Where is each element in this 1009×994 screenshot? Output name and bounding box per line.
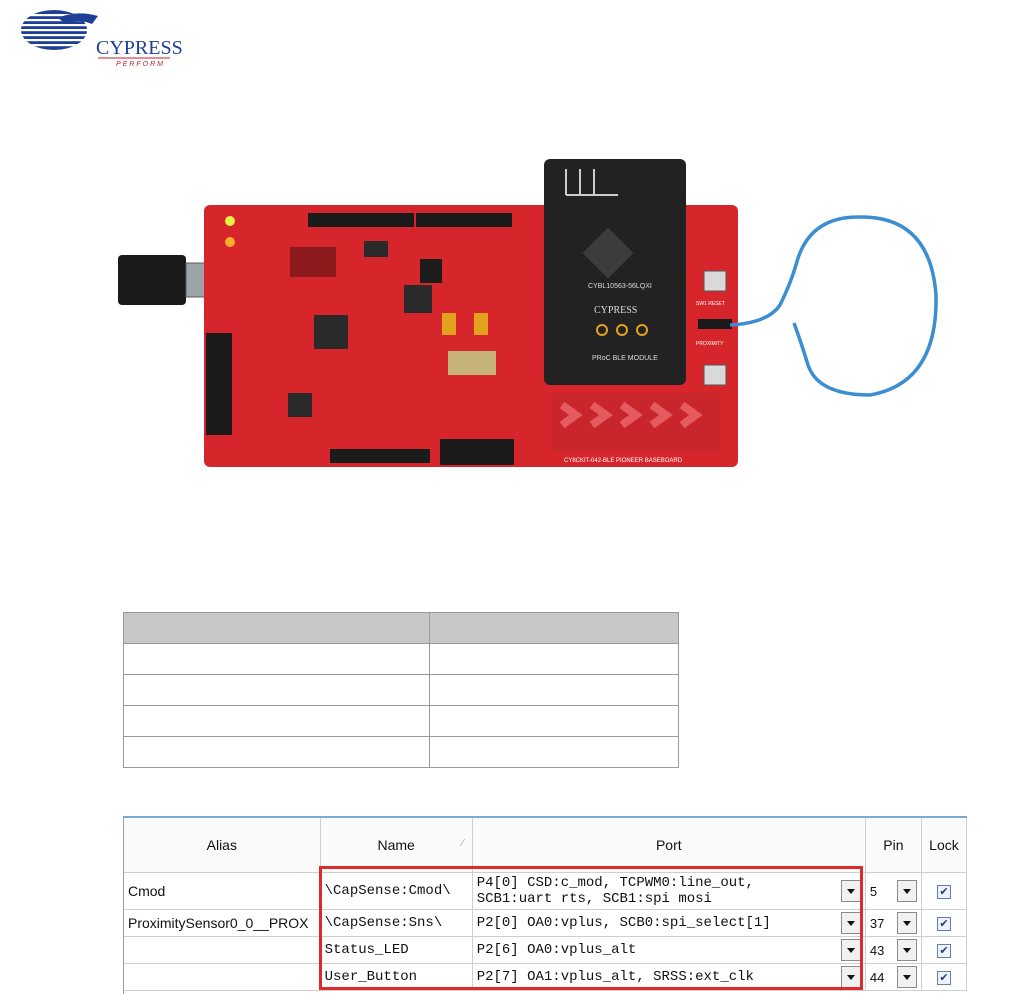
empty-cell bbox=[429, 643, 679, 675]
empty-table-row bbox=[123, 643, 679, 675]
lock-cell: ✔ bbox=[921, 872, 968, 910]
alias-cell[interactable] bbox=[124, 963, 321, 991]
empty-cell bbox=[123, 736, 430, 768]
name-cell[interactable]: User_Button bbox=[320, 963, 473, 991]
name-column-header[interactable]: Name⁄ bbox=[320, 818, 473, 873]
usb-cable bbox=[118, 255, 186, 305]
sort-indicator-icon: ⁄ bbox=[462, 838, 464, 849]
pin-table-header-row: Alias Name⁄ Port Pin Lock bbox=[124, 818, 968, 873]
port-column-header[interactable]: Port bbox=[472, 818, 866, 873]
pin-value: 44 bbox=[869, 969, 885, 985]
cypress-logo: CYPRESS PERFORM bbox=[20, 10, 183, 68]
logo-tagline-text: PERFORM bbox=[116, 61, 165, 68]
pin-cell[interactable]: 44 bbox=[865, 963, 922, 991]
empty-cell bbox=[123, 705, 430, 737]
port-value-line: P2[6] OA0:vplus_alt bbox=[476, 942, 637, 958]
empty-cell bbox=[429, 736, 679, 768]
pin-table-row[interactable]: User_Button P2[7] OA1:vplus_alt, SRSS:ex… bbox=[124, 963, 968, 991]
lock-checkbox[interactable]: ✔ bbox=[936, 944, 951, 959]
alias-cell[interactable]: Cmod bbox=[124, 872, 321, 910]
empty-summary-table bbox=[123, 612, 679, 768]
port-value-line: P2[7] OA1:vplus_alt, SRSS:ext_clk bbox=[476, 969, 754, 985]
pin-cell[interactable]: 37 bbox=[865, 909, 922, 937]
pin-assignment-grid: Alias Name⁄ Port Pin Lock Cmod \CapSense… bbox=[123, 816, 968, 994]
pin-dropdown-arrow-icon[interactable] bbox=[896, 912, 917, 934]
empty-table-row bbox=[123, 705, 679, 737]
port-value-line: P2[0] OA0:vplus, SCB0:spi_select[1] bbox=[476, 915, 771, 931]
empty-cell bbox=[123, 674, 430, 706]
pin-value: 5 bbox=[869, 883, 878, 899]
logo-brand-text: CYPRESS bbox=[96, 37, 183, 59]
lock-checkbox[interactable]: ✔ bbox=[936, 917, 951, 932]
pin-dropdown-arrow-icon[interactable] bbox=[896, 966, 917, 988]
empty-table-row bbox=[123, 674, 679, 706]
port-dropdown-arrow-icon[interactable] bbox=[840, 939, 861, 961]
empty-header-cell bbox=[123, 612, 430, 644]
pin-table-row[interactable]: ProximitySensor0_0__PROX \CapSense:Sns\ … bbox=[124, 909, 968, 937]
empty-cell bbox=[123, 643, 430, 675]
empty-cell bbox=[429, 705, 679, 737]
pin-cell[interactable]: 43 bbox=[865, 936, 922, 964]
port-value-line: P4[0] CSD:c_mod, TCPWM0:line_out, bbox=[476, 875, 754, 891]
port-cell[interactable]: P2[6] OA0:vplus_alt bbox=[472, 936, 866, 964]
empty-header-cell bbox=[429, 612, 679, 644]
alias-cell[interactable] bbox=[124, 936, 321, 964]
lock-cell: ✔ bbox=[921, 936, 968, 964]
proximity-label: PROXIMITY bbox=[696, 341, 724, 347]
pin-table-row[interactable]: Status_LED P2[6] OA0:vplus_alt 43 ✔ bbox=[124, 936, 968, 964]
port-cell[interactable]: P2[0] OA0:vplus, SCB0:spi_select[1] bbox=[472, 909, 866, 937]
empty-table-row bbox=[123, 736, 679, 768]
name-cell[interactable]: Status_LED bbox=[320, 936, 473, 964]
lock-checkbox[interactable]: ✔ bbox=[936, 971, 951, 986]
baseboard-label: CY8CKIT-042-BLE PIONEER BASEBOARD bbox=[564, 458, 683, 464]
lock-column-header[interactable]: Lock bbox=[921, 818, 968, 873]
port-dropdown-arrow-icon[interactable] bbox=[840, 912, 861, 934]
pin-value: 37 bbox=[869, 915, 885, 931]
module-name-label: PRoC BLE MODULE bbox=[592, 355, 658, 362]
name-cell[interactable]: \CapSense:Cmod\ bbox=[320, 872, 473, 910]
name-cell[interactable]: \CapSense:Sns\ bbox=[320, 909, 473, 937]
port-dropdown-arrow-icon[interactable] bbox=[840, 880, 861, 902]
alias-column-header[interactable]: Alias bbox=[124, 818, 321, 873]
port-value-line: SCB1:uart rts, SCB1:spi mosi bbox=[476, 891, 712, 907]
lock-cell: ✔ bbox=[921, 909, 968, 937]
pin-cell[interactable]: 5 bbox=[865, 872, 922, 910]
empty-table-header-row bbox=[123, 612, 679, 644]
lock-cell: ✔ bbox=[921, 963, 968, 991]
module-part-label: CYBL10563-56LQXI bbox=[588, 283, 652, 290]
port-dropdown-arrow-icon[interactable] bbox=[840, 966, 861, 988]
alias-cell[interactable]: ProximitySensor0_0__PROX bbox=[124, 909, 321, 937]
pin-dropdown-arrow-icon[interactable] bbox=[896, 939, 917, 961]
pin-value: 43 bbox=[869, 942, 885, 958]
reset-label: SW1 RESET bbox=[696, 301, 725, 307]
ble-module bbox=[544, 159, 686, 385]
empty-cell bbox=[429, 674, 679, 706]
pin-dropdown-arrow-icon[interactable] bbox=[896, 880, 917, 902]
proximity-wire-loop bbox=[729, 215, 938, 397]
pin-table-row[interactable]: Cmod \CapSense:Cmod\ P4[0] CSD:c_mod, TC… bbox=[124, 872, 968, 910]
port-cell[interactable]: P4[0] CSD:c_mod, TCPWM0:line_out, SCB1:u… bbox=[472, 872, 866, 910]
pioneer-kit-photo: CYBL10563-56LQXI CYPRESS PRoC BLE MODULE… bbox=[118, 159, 938, 467]
module-brand-label: CYPRESS bbox=[594, 305, 637, 316]
lock-checkbox[interactable]: ✔ bbox=[936, 885, 951, 900]
port-cell[interactable]: P2[7] OA1:vplus_alt, SRSS:ext_clk bbox=[472, 963, 866, 991]
pin-column-header[interactable]: Pin bbox=[865, 818, 922, 873]
